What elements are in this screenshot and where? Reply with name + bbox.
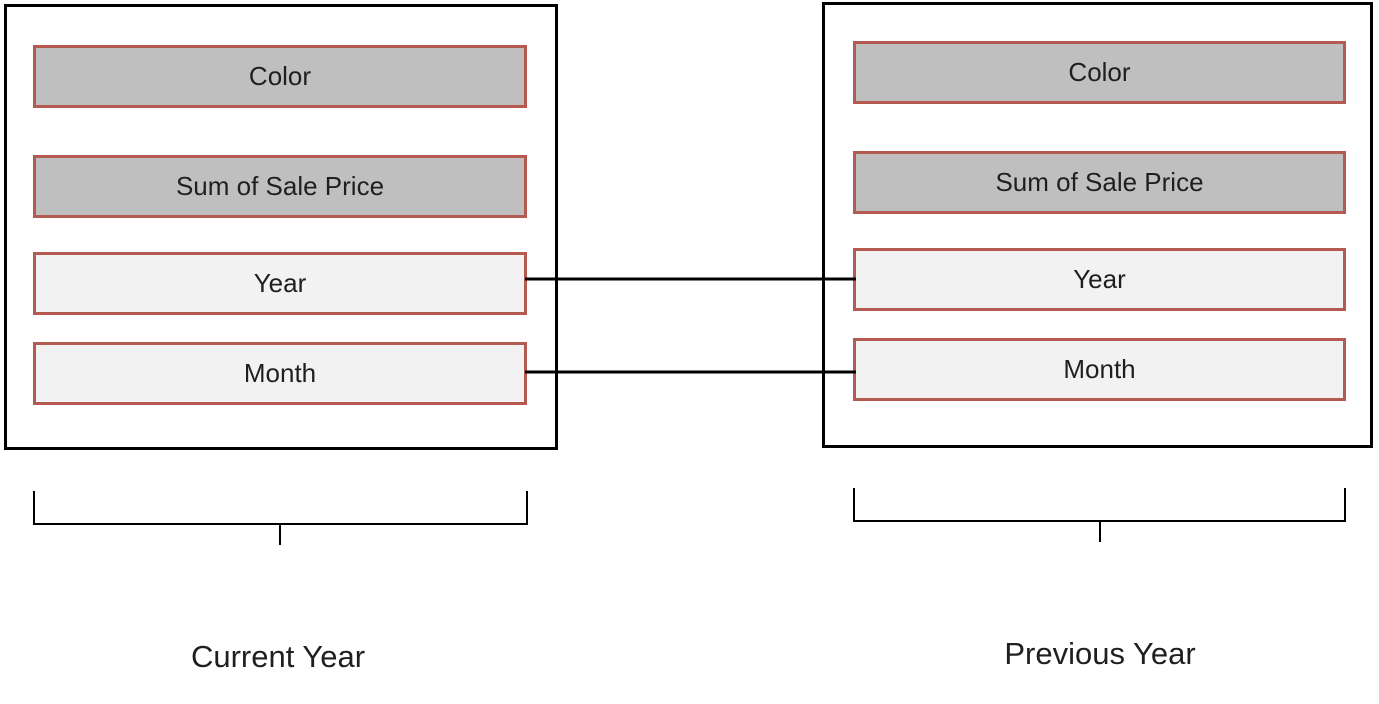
current-year-field-color: Color <box>33 45 527 108</box>
current-year-caption: Current Year <box>190 639 366 674</box>
current-year-panel: Color Sum of Sale Price Year Month <box>4 4 558 450</box>
current-year-bracket <box>33 491 528 545</box>
previous-year-bracket <box>853 488 1346 542</box>
previous-year-field-color: Color <box>853 41 1346 104</box>
field-label: Year <box>253 268 307 298</box>
previous-year-field-year: Year <box>853 248 1346 311</box>
current-year-field-year: Year <box>33 252 527 315</box>
previous-year-field-month: Month <box>853 338 1346 401</box>
previous-year-caption: Previous Year <box>1004 636 1196 671</box>
current-year-field-month: Month <box>33 342 527 405</box>
field-label: Sum of Sale Price <box>175 171 385 201</box>
field-label: Color <box>1068 57 1131 87</box>
field-label: Year <box>1073 264 1126 294</box>
previous-year-field-sum-of-sale-price: Sum of Sale Price <box>853 151 1346 214</box>
field-label: Sum of Sale Price <box>995 167 1204 197</box>
field-label: Month <box>1063 354 1136 384</box>
field-label: Month <box>243 358 317 388</box>
current-year-field-sum-of-sale-price: Sum of Sale Price <box>33 155 527 218</box>
previous-year-panel: Color Sum of Sale Price Year Month <box>822 2 1373 448</box>
field-label: Color <box>248 61 312 91</box>
